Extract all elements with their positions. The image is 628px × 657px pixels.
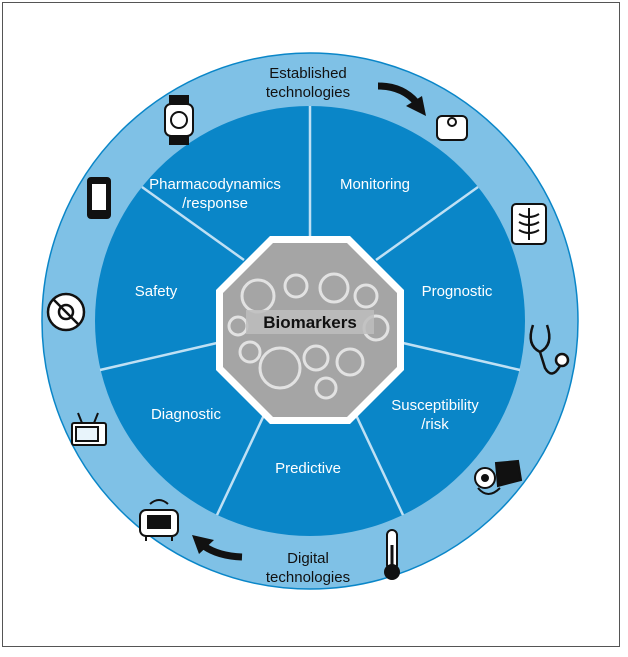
divider-line — [215, 397, 274, 516]
thermometer-icon — [384, 529, 400, 580]
gear-icon — [302, 344, 330, 372]
center-label-backdrop — [246, 310, 374, 334]
segment-susceptibility-line2: /risk — [421, 416, 449, 433]
divider-line — [99, 338, 231, 372]
arrow-head — [406, 96, 426, 116]
established-technologies-line2: technologies — [266, 84, 350, 101]
smartwatch-icon — [164, 95, 194, 145]
blood-pressure-cuff-icon — [474, 459, 523, 495]
television-icon — [71, 412, 107, 446]
gear-icon — [238, 340, 262, 364]
digital-technologies-line2: technologies — [266, 569, 350, 586]
arrow-shaft — [377, 82, 419, 105]
stethoscope-icon — [529, 324, 570, 375]
digital-arrow — [192, 535, 243, 561]
divider-line — [346, 397, 405, 516]
gear-icon — [258, 346, 302, 390]
segment-monitoring: Monitoring — [340, 176, 410, 193]
segment-prognostic: Prognostic — [422, 283, 493, 300]
segment-pharmacodynamics-line1: Pharmacodynamics — [149, 176, 281, 193]
smartphone-icon — [87, 177, 111, 219]
robot-icon — [139, 499, 179, 541]
gear-icon — [335, 347, 365, 377]
no-virus-icon — [46, 292, 86, 332]
gear-icon — [314, 376, 338, 400]
established-technologies-line1: Established — [269, 65, 347, 82]
gear-icon — [283, 273, 309, 299]
segment-predictive: Predictive — [275, 460, 341, 477]
arrow-shaft — [201, 543, 243, 561]
figure-frame — [2, 2, 620, 647]
established-arrow — [377, 82, 426, 116]
arrow-head — [192, 535, 214, 554]
center-label: Biomarkers — [263, 313, 357, 332]
divider-line — [141, 185, 245, 262]
gear-icon — [318, 272, 350, 304]
weighing-scale-icon — [436, 115, 468, 141]
xray-icon — [511, 203, 547, 245]
divider-line — [389, 338, 521, 372]
segment-safety: Safety — [135, 283, 178, 300]
segment-diagnostic: Diagnostic — [151, 406, 222, 423]
segment-dividers — [99, 106, 521, 516]
segment-pharmacodynamics-line2: /response — [182, 195, 248, 212]
gear-icon — [353, 283, 379, 309]
divider-line — [375, 185, 479, 262]
digital-technologies-line1: Digital — [287, 550, 329, 567]
segment-susceptibility-line1: Susceptibility — [391, 397, 479, 414]
